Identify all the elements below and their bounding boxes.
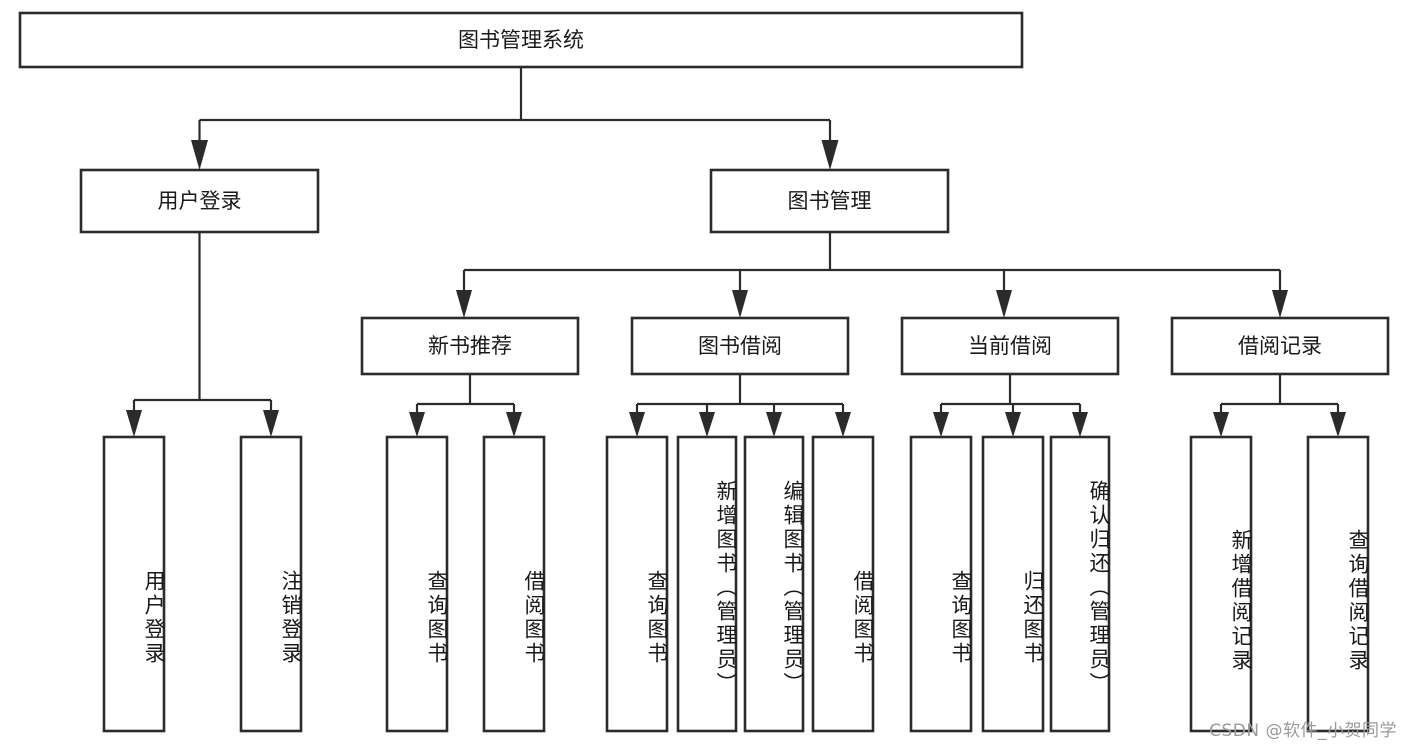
node-book-borrow-box[interactable]: [630, 316, 850, 376]
node-user-login-label: 用户登录: [158, 189, 242, 213]
arrow-head-user-login: [191, 140, 208, 170]
node-current-borrow-box[interactable]: [900, 316, 1120, 376]
leaf-query-book-2-box[interactable]: [605, 435, 669, 733]
node-new-book-rec-label: 新书推荐: [428, 334, 512, 358]
leaf-borrow-book-1-box[interactable]: [482, 435, 546, 733]
arrow-head-leaf-user-login: [126, 410, 142, 437]
arrow-head-leaf-logout: [263, 410, 279, 437]
leaf-logout-box[interactable]: [239, 435, 303, 733]
arrow-head-leaf-edit-book: [766, 412, 782, 437]
arrow-head-leaf-return-book: [1005, 412, 1021, 437]
arrow-head-leaf-query-record: [1330, 412, 1346, 437]
arrow-head-leaf-borrow-book-2: [835, 412, 851, 437]
arrow-head-borrow-record: [1272, 290, 1288, 318]
leaf-add-record-box[interactable]: [1189, 435, 1253, 733]
connector-layer: [126, 67, 1346, 437]
node-book-manage-label: 图书管理: [788, 189, 872, 213]
leaf-edit-book-box[interactable]: [743, 435, 805, 733]
leaf-query-book-3-box[interactable]: [909, 435, 973, 733]
leaf-box-layer: [102, 435, 1370, 733]
arrow-head-leaf-confirm-ret: [1072, 412, 1088, 437]
leaf-query-record-box[interactable]: [1306, 435, 1370, 733]
arrow-head-leaf-add-record: [1213, 412, 1229, 437]
arrow-head-book-borrow: [732, 290, 748, 318]
node-user-login-box[interactable]: [79, 168, 320, 234]
node-current-borrow-label: 当前借阅: [968, 334, 1052, 358]
arrow-head-current-borrow: [996, 290, 1012, 318]
node-book-manage-box[interactable]: [709, 168, 950, 234]
node-box-layer: 图书管理系统 用户登录 图书管理 新书推荐 图书借阅 当前借阅 借阅记录: [18, 11, 1390, 376]
csdn-watermark: CSDN @软件_小贺同学: [1209, 721, 1397, 741]
leaf-user-login-box[interactable]: [102, 435, 166, 733]
leaf-borrow-book-2-box[interactable]: [811, 435, 875, 733]
leaf-confirm-ret-box[interactable]: [1049, 435, 1111, 733]
leaf-return-book-box[interactable]: [981, 435, 1045, 733]
leaf-query-book-1-box[interactable]: [385, 435, 449, 733]
arrow-head-new-book-rec: [456, 290, 472, 318]
arrow-head-leaf-add-book: [699, 412, 715, 437]
node-book-borrow-label: 图书借阅: [698, 334, 782, 358]
node-borrow-record-label: 借阅记录: [1238, 334, 1322, 358]
node-root-box[interactable]: [18, 11, 1024, 69]
node-root-label: 图书管理系统: [458, 28, 584, 52]
arrow-head-leaf-query-book-1: [409, 412, 425, 437]
arrow-head-leaf-query-book-3: [933, 412, 949, 437]
arrow-head-leaf-borrow-book-1: [506, 412, 522, 437]
arrow-head-leaf-query-book-2: [629, 412, 645, 437]
arrow-head-book-manage: [821, 140, 839, 170]
leaf-add-book-box[interactable]: [676, 435, 738, 733]
node-borrow-record-box[interactable]: [1170, 316, 1390, 376]
node-new-book-rec-box[interactable]: [360, 316, 580, 376]
